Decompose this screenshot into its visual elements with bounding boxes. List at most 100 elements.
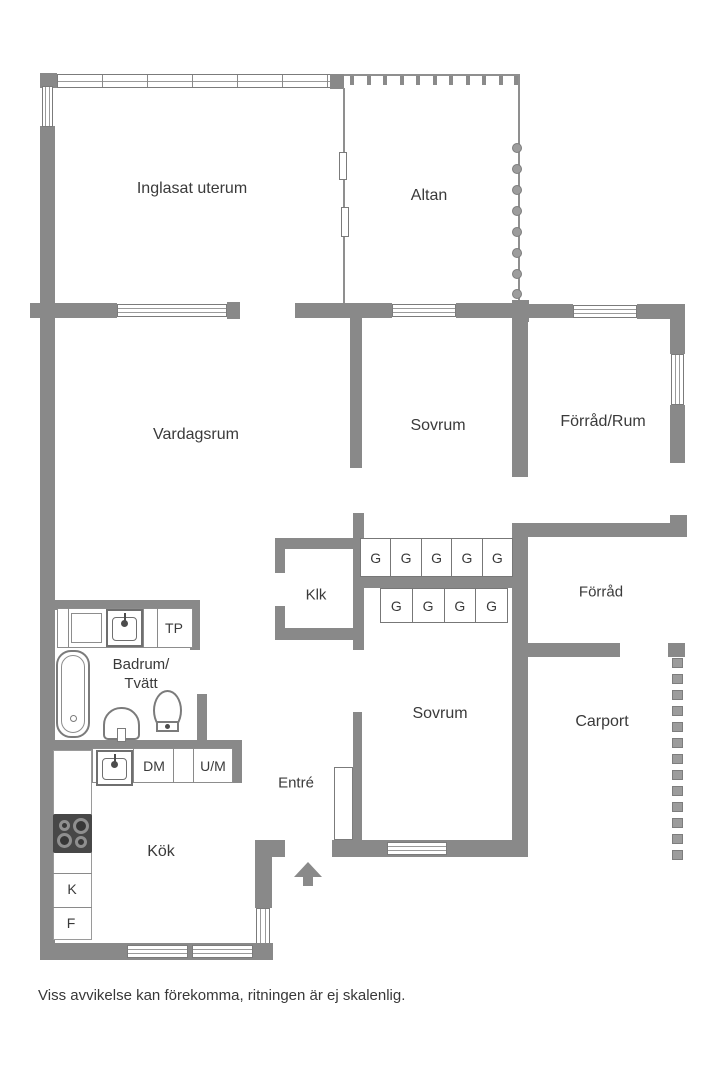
wardrobe-row-bottom: G G G G <box>380 588 508 623</box>
window-symbol <box>127 945 188 958</box>
window-symbol <box>387 842 447 855</box>
wall-segment <box>275 538 355 549</box>
room-label-altan: Altan <box>410 187 448 204</box>
post-dot <box>512 269 522 279</box>
wall-segment <box>227 302 240 319</box>
boundary-dash <box>672 850 683 860</box>
entry-arrow-stem <box>303 877 313 886</box>
wall-segment <box>512 523 528 857</box>
room-label-sovrum-mitt: Sovrum <box>410 417 466 434</box>
appliance-label-frys: F <box>66 915 76 931</box>
wall-segment <box>50 600 200 610</box>
boundary-dash <box>672 738 683 748</box>
railing-tick <box>482 76 486 85</box>
counter-divider <box>53 873 92 874</box>
railing-line <box>344 74 520 76</box>
room-label-carport: Carport <box>575 713 629 730</box>
wall-segment <box>40 126 55 960</box>
counter-divider <box>173 748 174 783</box>
railing-tick <box>433 76 437 85</box>
railing-tick <box>367 76 371 85</box>
room-label-forrad-rum: Förråd/Rum <box>560 413 646 430</box>
boundary-dash <box>672 802 683 812</box>
post-dot <box>512 206 522 216</box>
post-dot <box>512 248 522 258</box>
appliance-label-dm: DM <box>143 758 165 774</box>
counter-divider <box>193 748 194 783</box>
wall-segment <box>670 405 685 463</box>
disclaimer-text: Viss avvikelse kan förekomma, ritningen … <box>38 987 406 1004</box>
counter-divider <box>53 907 92 908</box>
wall-segment <box>358 577 514 588</box>
boundary-dash <box>672 690 683 700</box>
counter-divider <box>68 608 69 648</box>
wall-segment <box>350 318 362 468</box>
window-symbol <box>117 304 227 317</box>
window-symbol <box>42 86 53 127</box>
room-label-sovrum-syd: Sovrum <box>412 705 468 722</box>
railing-tick <box>400 76 404 85</box>
boundary-dash <box>672 786 683 796</box>
cabinet-icon <box>71 613 102 643</box>
boundary-dash <box>672 706 683 716</box>
railing-tick <box>350 76 354 85</box>
washbasin-tap <box>117 728 126 742</box>
stove-icon <box>53 814 92 853</box>
wall-segment <box>456 303 512 318</box>
post-dot <box>512 143 522 153</box>
wall-segment <box>197 694 207 750</box>
room-label-badrum-tvatt: Badrum/ Tvätt <box>113 655 170 693</box>
partition-line <box>343 88 345 303</box>
wall-segment <box>40 73 57 88</box>
boundary-dash <box>672 770 683 780</box>
sliding-door-panel <box>339 152 347 180</box>
wall-segment <box>512 300 529 322</box>
window-symbol <box>192 945 253 958</box>
wall-segment <box>520 643 620 657</box>
window-symbol <box>57 74 331 88</box>
wall-segment <box>353 712 362 840</box>
wardrobe-row-top: G G G G G <box>360 538 513 577</box>
wall-segment <box>512 318 528 477</box>
wardrobe-cell: G <box>390 539 420 576</box>
railing-tick <box>499 76 503 85</box>
wall-segment <box>230 740 242 783</box>
post-dot <box>512 164 522 174</box>
appliance-label-um: U/M <box>200 758 226 774</box>
window-symbol <box>392 304 456 317</box>
boundary-dash <box>672 818 683 828</box>
railing-tick <box>514 76 518 85</box>
wardrobe-cell: G <box>420 539 451 576</box>
window-symbol <box>671 354 684 405</box>
appliance-label-kyl: K <box>67 881 77 897</box>
boundary-dash <box>672 722 683 732</box>
wardrobe-cell: G <box>370 549 382 566</box>
wall-segment <box>30 303 117 318</box>
counter-divider <box>133 748 134 783</box>
counter-divider <box>157 608 158 648</box>
counter-divider <box>143 608 144 648</box>
wall-segment <box>295 303 392 318</box>
wardrobe-cell: G <box>411 589 444 622</box>
wardrobe-cell: G <box>451 539 481 576</box>
boundary-dash <box>672 658 683 668</box>
room-label-klk: Klk <box>305 586 327 604</box>
wall-segment <box>275 538 285 573</box>
sliding-door-panel <box>341 207 349 237</box>
wardrobe-cell: G <box>475 589 507 622</box>
post-dot <box>512 185 522 195</box>
wall-segment <box>529 304 573 318</box>
room-label-vardagsrum: Vardagsrum <box>153 426 239 443</box>
railing-tick <box>449 76 453 85</box>
wall-segment <box>190 600 200 650</box>
post-dot <box>512 289 522 299</box>
boundary-dash <box>672 834 683 844</box>
wardrobe-cell: G <box>481 539 512 576</box>
sink-icon <box>106 609 143 647</box>
window-symbol <box>573 305 637 318</box>
wall-segment <box>275 628 355 640</box>
badrum-line2: Tvätt <box>124 675 158 692</box>
room-label-inglasat-uterum: Inglasat uterum <box>136 180 248 197</box>
railing-tick <box>383 76 387 85</box>
